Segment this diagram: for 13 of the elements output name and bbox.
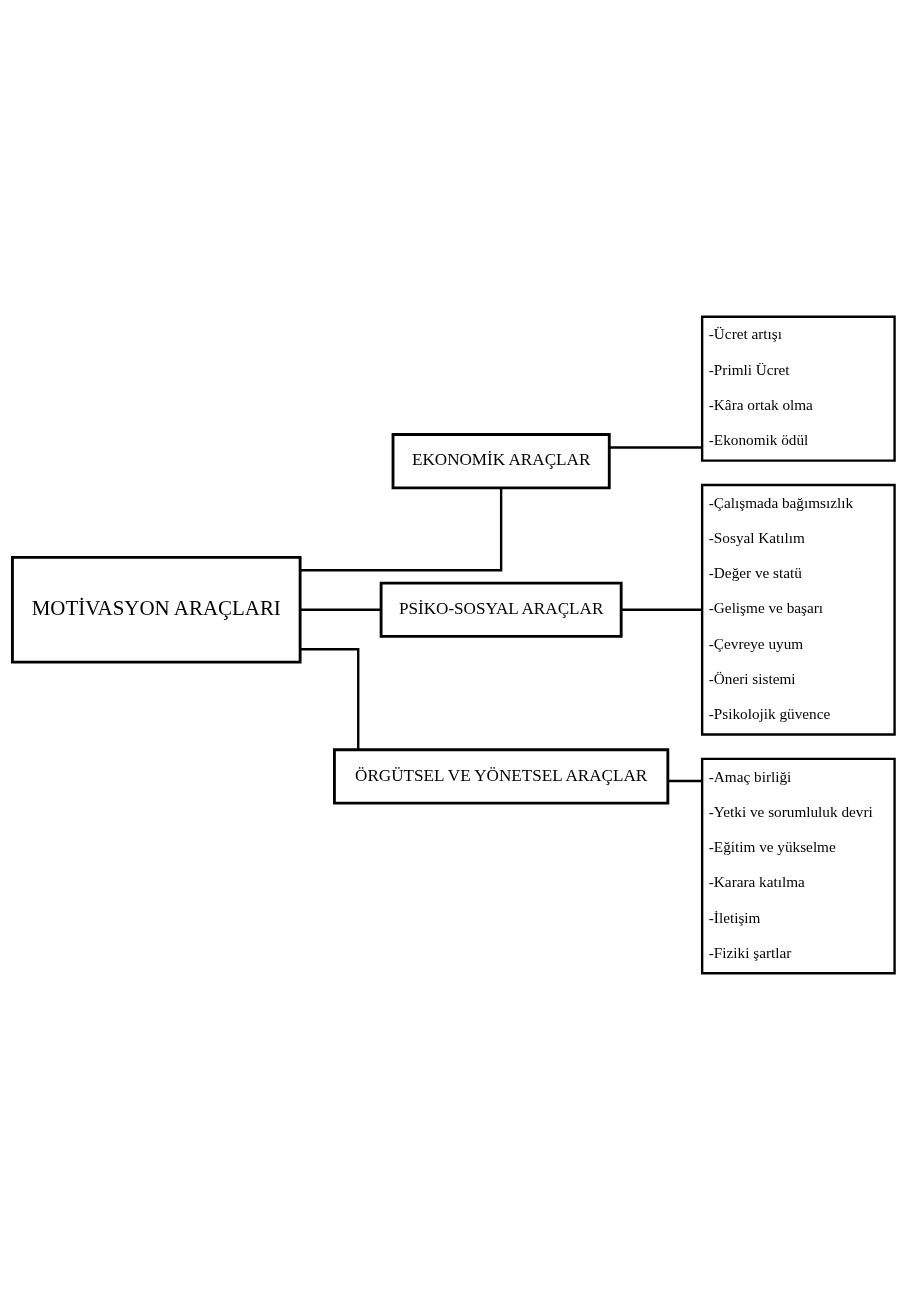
node-box: -Amaç birliği -Yetki ve sorumluluk devri -Eğitim ve yükselme -Karara katılma -İletişim -Fiziki şartlar [700,757,896,975]
connector [300,648,360,750]
node-box: PSİKO-SOSYAL ARAÇLAR [379,581,623,638]
node-box: MOTİVASYON ARAÇLARI [11,555,302,664]
node-box: ÖRGÜTSEL VE YÖNETSEL ARAÇLAR [333,748,670,805]
connector [668,779,702,783]
node-box: -Ücret artışı -Primli Ücret -Kâra ortak olma -Ekonomik ödül [700,315,896,462]
node-box: EKONOMİK ARAÇLAR [391,433,611,490]
connector [609,446,703,449]
node-box: -Çalışmada bağımsızlık -Sosyal Katılım -Değer ve statü -Gelişme ve başarı -Çevreye uyum -Öneri sistemi -Psikolojik güvence [700,483,896,736]
connector [300,608,382,611]
connector [621,608,703,611]
connector [300,487,503,572]
